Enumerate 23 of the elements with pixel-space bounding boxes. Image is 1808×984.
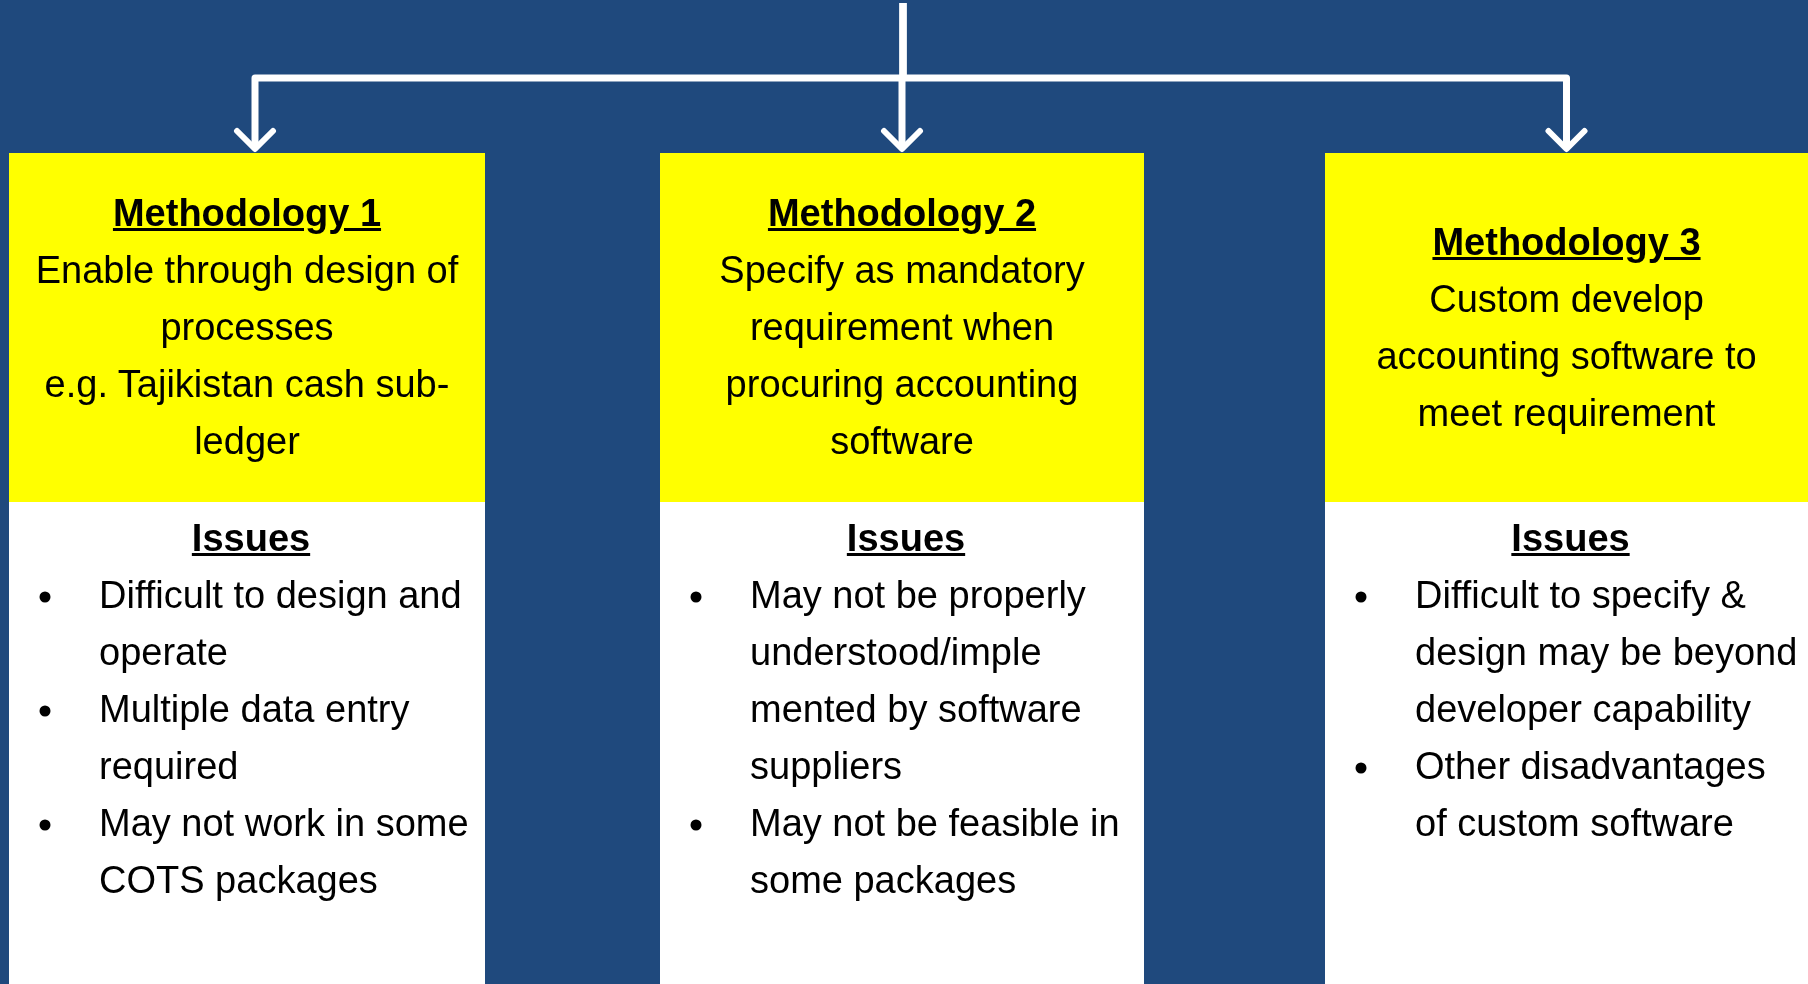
connector-arrow (899, 3, 1586, 151)
bullet-item: May not be feasible in some packages (678, 795, 1134, 909)
heading: Issues (191, 516, 311, 561)
bullet-item: May not be properly understood/imple mented by software suppliers (678, 567, 1134, 795)
methodology-box (1325, 153, 1808, 502)
heading: Methodology 3 (1431, 219, 1702, 265)
description-text: Custom develop accounting software to meet requirement (1375, 276, 1758, 436)
bullet-item: May not work in some COTS packages (27, 795, 475, 909)
methodology-box (660, 153, 1144, 502)
issues-box (9, 502, 485, 984)
description-text: e.g. Tajikistan cash sub-ledger (43, 362, 451, 464)
methodology-box (9, 153, 485, 502)
bullet-item: Difficult to specify & design may be beyond developer capability (1343, 567, 1798, 738)
description-text: Specify as mandatory requirement when procuring accounting software (718, 248, 1086, 464)
heading: Issues (846, 516, 966, 561)
bullet-item: Multiple data entry required (27, 681, 475, 795)
issues-box (660, 502, 1144, 984)
heading: Methodology 2 (766, 191, 1038, 236)
heading: Methodology 1 (111, 191, 383, 236)
bullet-item: Difficult to design and operate (27, 567, 475, 681)
bullet-item: Other disadvantages of custom software (1343, 738, 1798, 852)
issues-box (1325, 502, 1808, 984)
heading: Issues (1511, 516, 1630, 561)
